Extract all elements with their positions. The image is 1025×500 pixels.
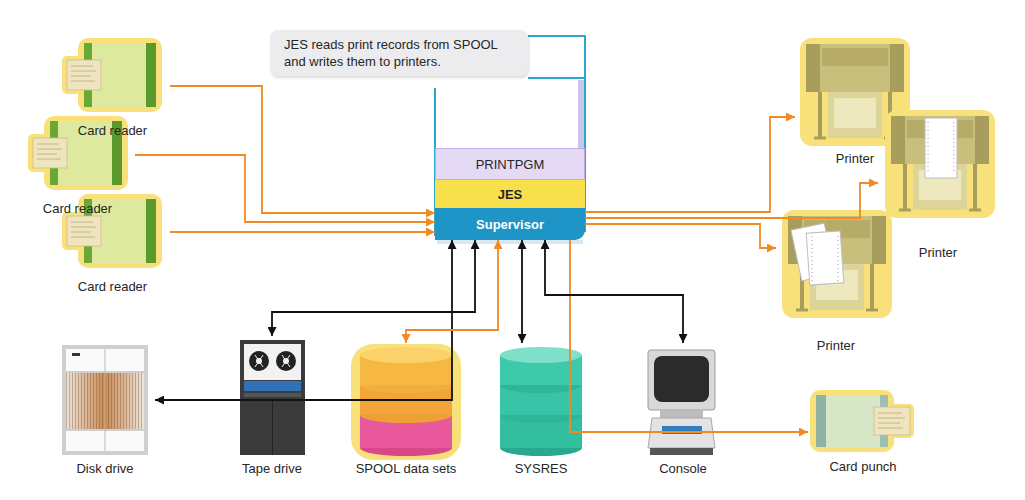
node-label: PRINTPGM — [476, 157, 545, 172]
connector-arrow — [170, 231, 435, 233]
node-label: Card reader — [78, 279, 147, 294]
node-label: JES reads print records from SPOOL and w… — [284, 36, 514, 70]
sysres-cylinders-icon — [500, 347, 582, 456]
console-icon — [648, 350, 715, 455]
connector-arrow — [155, 240, 452, 400]
node-label: Console — [659, 461, 707, 476]
console: Console — [640, 343, 726, 478]
tape-drive-icon — [240, 340, 305, 455]
connector-arrow — [135, 155, 435, 222]
disk-drive: Disk drive — [55, 340, 155, 478]
node-label: Card punch — [829, 459, 896, 474]
node-label: SPOOL data sets — [356, 461, 457, 476]
system-residence: SYSRES — [495, 343, 587, 478]
connector-arrow — [521, 240, 523, 343]
card-reader: Card reader — [55, 36, 170, 140]
printer-icon — [782, 210, 892, 318]
connector-arrow — [585, 183, 878, 218]
node-label: Disk drive — [76, 461, 133, 476]
connector-arrow — [585, 117, 795, 212]
printer-icon — [885, 110, 995, 218]
connector-arrow — [585, 224, 776, 248]
program-band: JES — [435, 180, 585, 208]
printer: Printer — [776, 175, 896, 355]
node-label: Card reader — [78, 123, 147, 138]
node-label: Card reader — [43, 201, 112, 216]
connector-arrow — [570, 240, 808, 432]
callout-note: JES reads print records from SPOOL and w… — [270, 30, 528, 76]
node-label: Supervisor — [476, 217, 544, 232]
connector-arrow — [406, 240, 498, 343]
disk-drive-icon — [62, 345, 148, 455]
node-label: Printer — [919, 245, 957, 260]
spool-data-sets: SPOOL data sets — [348, 343, 464, 478]
printer: Printer — [795, 34, 915, 168]
card-punch: Card punch — [808, 384, 918, 476]
node-label: JES — [498, 187, 523, 202]
node-label: Printer — [836, 151, 874, 166]
printer: Printer — [878, 104, 998, 262]
spool-cylinders-icon — [351, 344, 461, 460]
node-label: Tape drive — [242, 461, 302, 476]
program-band: Supervisor — [435, 208, 585, 240]
program-band: PRINTPGM — [435, 148, 585, 180]
tape-drive: Tape drive — [232, 336, 312, 478]
card-reader-icon — [62, 38, 162, 112]
card-punch-icon — [810, 390, 914, 452]
card-reader: Card reader — [55, 192, 170, 296]
connector-arrow — [545, 240, 683, 343]
node-label: SYSRES — [515, 461, 568, 476]
connector-arrow — [272, 240, 475, 336]
node-label: Printer — [817, 338, 855, 353]
connector-arrow — [170, 86, 435, 213]
card-reader: Card reader — [20, 114, 135, 218]
